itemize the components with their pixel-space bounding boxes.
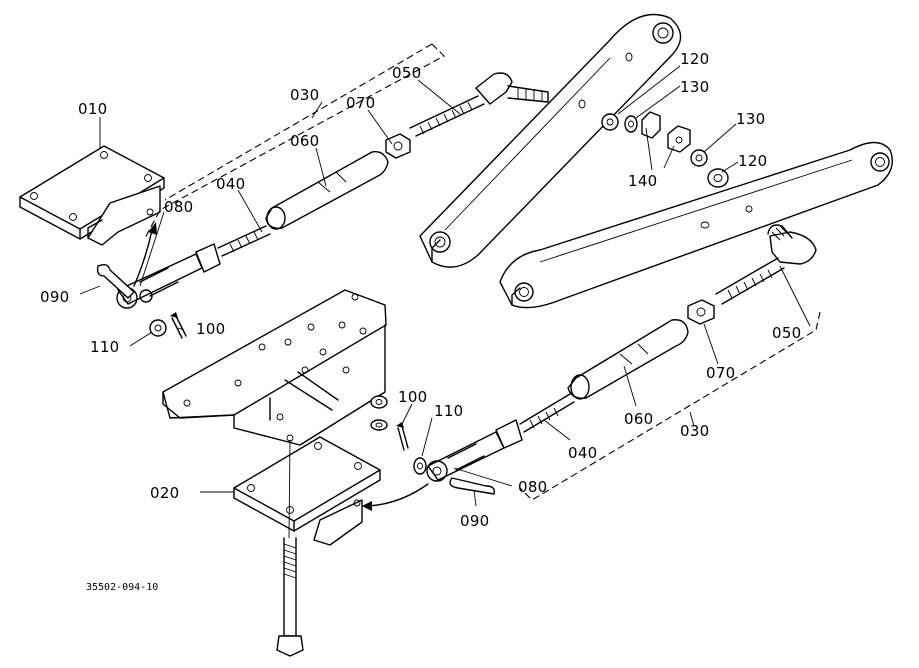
label-060-top: 060 bbox=[290, 132, 320, 150]
label-030-bottom: 030 bbox=[680, 422, 710, 440]
upper-lift-link bbox=[419, 13, 682, 268]
callout-labels: 010 020 030 030 040 040 050 050 060 060 … bbox=[40, 50, 802, 593]
label-120-top: 120 bbox=[680, 50, 710, 68]
label-090-top: 090 bbox=[40, 288, 70, 306]
label-130-top: 130 bbox=[680, 78, 710, 96]
mounting-plate bbox=[162, 289, 387, 446]
drawing-code: 35502-094-10 bbox=[86, 582, 158, 593]
long-bolt bbox=[276, 439, 304, 657]
label-050-top: 050 bbox=[392, 64, 422, 82]
label-070-bottom: 070 bbox=[706, 364, 736, 382]
label-030-top: 030 bbox=[290, 86, 320, 104]
label-080-top: 080 bbox=[164, 198, 194, 216]
lynch-pin-100-top bbox=[170, 312, 187, 339]
label-100-bottom: 100 bbox=[398, 388, 428, 406]
label-100-top: 100 bbox=[196, 320, 226, 338]
plate-nut-washer bbox=[370, 395, 388, 431]
label-050-bottom: 050 bbox=[772, 324, 802, 342]
label-090-bottom: 090 bbox=[460, 512, 490, 530]
bracket-010 bbox=[19, 145, 165, 246]
label-130-right: 130 bbox=[736, 110, 766, 128]
label-120-right: 120 bbox=[738, 152, 768, 170]
label-110-bottom: 110 bbox=[434, 402, 464, 420]
top-turnbuckle bbox=[116, 72, 549, 309]
pin-090-top bbox=[96, 263, 135, 299]
label-110-top: 110 bbox=[90, 338, 120, 356]
fastener-set bbox=[601, 111, 729, 188]
bracket-020 bbox=[233, 436, 381, 546]
label-020: 020 bbox=[150, 484, 180, 502]
washer-110-bottom bbox=[413, 457, 427, 475]
washer-110-top bbox=[149, 319, 167, 337]
group-030-outlines bbox=[143, 43, 821, 501]
label-010: 010 bbox=[78, 100, 108, 118]
label-060-bottom: 060 bbox=[624, 410, 654, 428]
pin-090-bottom bbox=[449, 477, 496, 495]
label-140: 140 bbox=[628, 172, 658, 190]
lower-lift-link bbox=[499, 141, 893, 309]
label-070-top: 070 bbox=[346, 94, 376, 112]
label-040-top: 040 bbox=[216, 175, 246, 193]
lynch-pin-100-bottom bbox=[396, 422, 409, 451]
bottom-turnbuckle bbox=[426, 224, 817, 482]
label-040-bottom: 040 bbox=[568, 444, 598, 462]
assembly-arrows bbox=[133, 222, 429, 511]
label-080-bottom: 080 bbox=[518, 478, 548, 496]
leader-lines bbox=[79, 65, 811, 507]
